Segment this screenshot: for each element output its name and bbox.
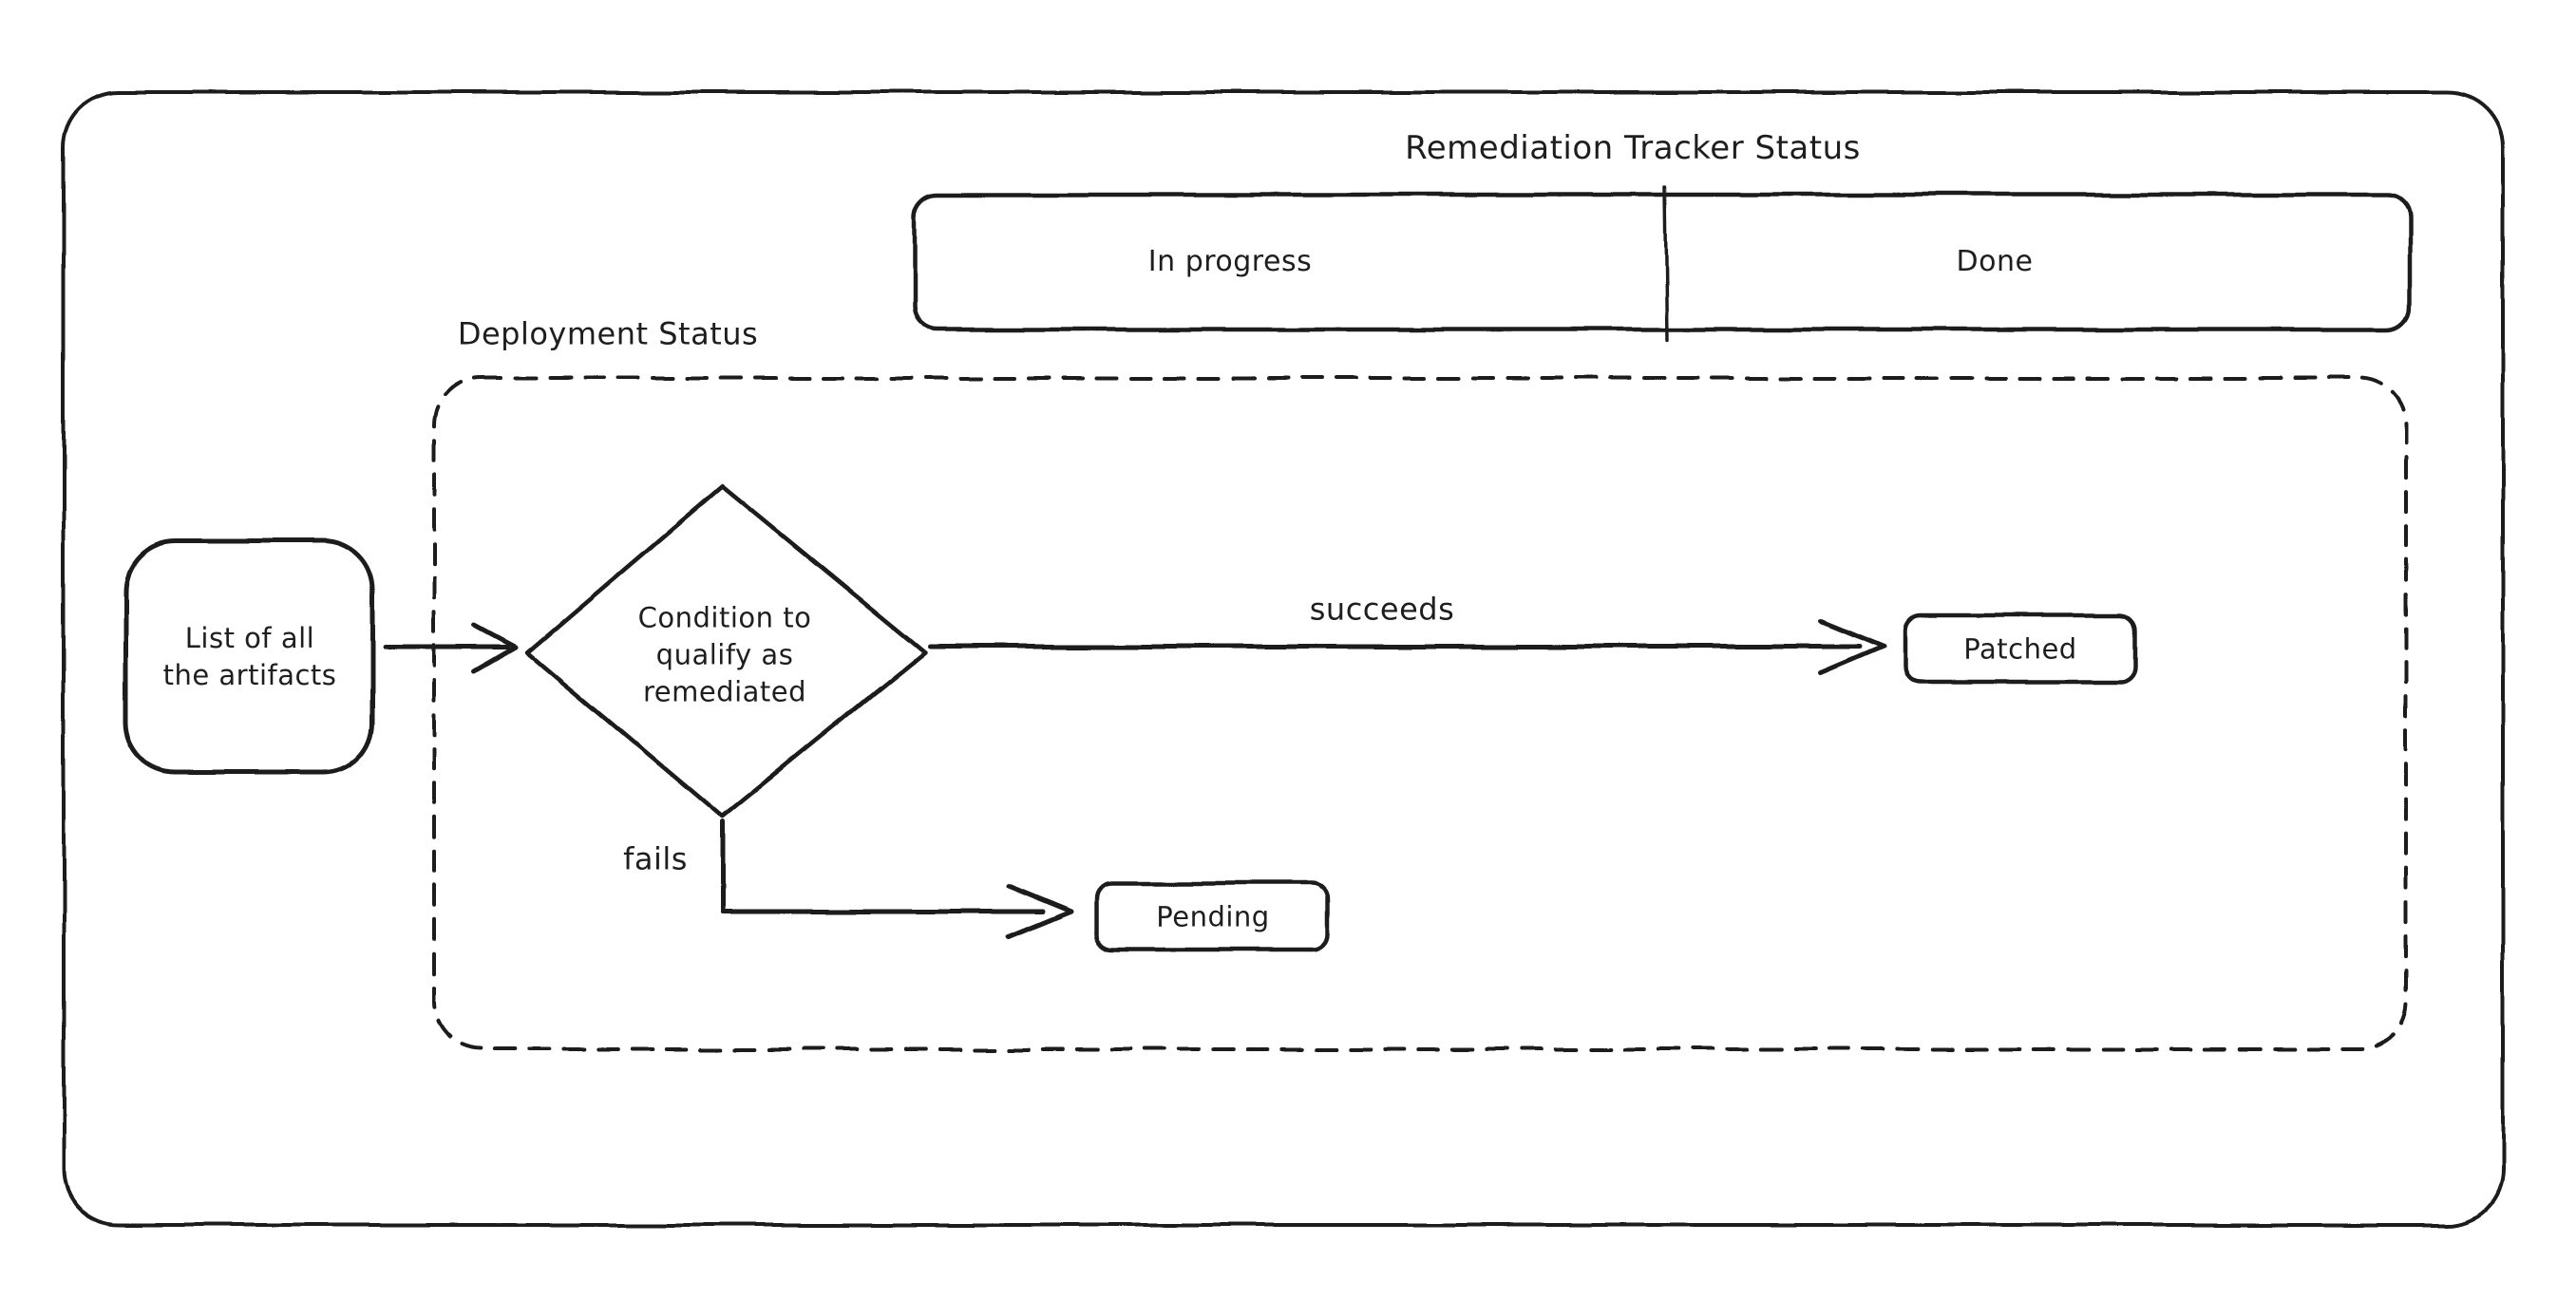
patched-node[interactable] [1902, 612, 2138, 685]
pending-node[interactable] [1094, 880, 1331, 952]
condition-diamond[interactable] [524, 483, 927, 819]
tracker-cell-in-progress[interactable]: In progress [1147, 244, 1313, 278]
arrowhead-artifacts-to-condition [472, 623, 519, 674]
tracker-bar[interactable] [912, 192, 2413, 332]
diagram-title: Remediation Tracker Status [1405, 129, 1861, 168]
edge-label-fails: fails [623, 840, 688, 877]
arrowhead-succeeds [1818, 618, 1886, 676]
condition-label-line2: qualify as [655, 638, 794, 671]
pending-node-label[interactable]: Pending [1156, 900, 1270, 933]
tracker-cell-done[interactable]: Done [1956, 244, 2034, 278]
edge-label-succeeds: succeeds [1309, 591, 1455, 628]
condition-label-line1: Condition to [637, 601, 812, 634]
deployment-group-label: Deployment Status [457, 315, 759, 352]
patched-node-label[interactable]: Patched [1963, 632, 2077, 666]
tracker-divider[interactable] [1663, 185, 1669, 342]
arrow-fails[interactable] [719, 819, 1046, 914]
arrowhead-fails [1006, 883, 1074, 940]
artifacts-node-label-line1: List of all [184, 621, 315, 654]
artifacts-node-label-line2: the artifacts [162, 659, 337, 691]
condition-diamond-label[interactable]: Condition to qualify as remediated [638, 599, 812, 710]
deployment-dashed-box[interactable] [432, 376, 2408, 1051]
condition-label-line3: remediated [642, 675, 807, 708]
artifacts-node[interactable] [123, 538, 375, 775]
outer-frame[interactable] [62, 90, 2505, 1227]
artifacts-node-label[interactable]: List of all the artifacts [163, 620, 337, 694]
